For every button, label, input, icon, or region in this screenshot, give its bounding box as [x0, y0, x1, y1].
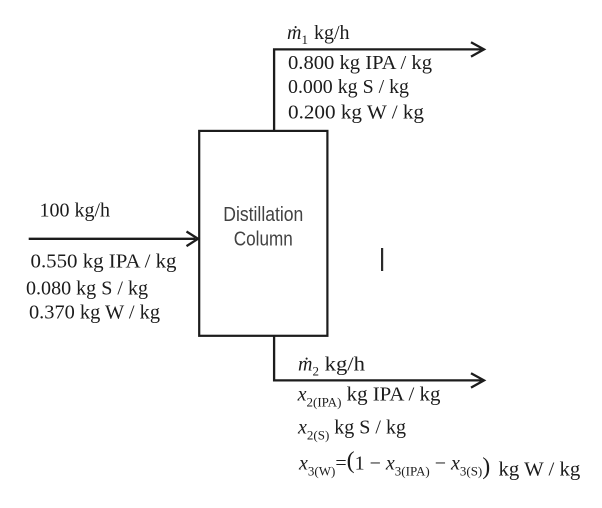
- svg-text:0.370 kg W / kg: 0.370 kg W / kg: [29, 302, 160, 324]
- svg-text:Column: Column: [234, 229, 293, 251]
- svg-text:ṁ2 kg/h: ṁ2 kg/h: [298, 354, 365, 379]
- svg-text:0.800 kg IPA / kg: 0.800 kg IPA / kg: [288, 52, 432, 74]
- svg-text:0.200 kg W / kg: 0.200 kg W / kg: [288, 102, 424, 124]
- svg-text:0.550 kg IPA / kg: 0.550 kg IPA / kg: [31, 251, 177, 273]
- svg-text:x2(S) kg S / kg: x2(S) kg S / kg: [297, 417, 406, 443]
- svg-text:100 kg/h: 100 kg/h: [40, 200, 111, 222]
- svg-text:0.080 kg S / kg: 0.080 kg S / kg: [26, 278, 148, 300]
- svg-text:0.000 kg S / kg: 0.000 kg S / kg: [288, 76, 409, 98]
- svg-text:x2(IPA) kg IPA / kg: x2(IPA) kg IPA / kg: [297, 384, 441, 410]
- svg-text:x3(W)=(1 − x3(IPA) − x3(S)) kg: x3(W)=(1 − x3(IPA) − x3(S)) kg W / kg: [298, 448, 580, 481]
- svg-text:ṁ1 kg/h: ṁ1 kg/h: [287, 22, 350, 47]
- svg-text:Distillation: Distillation: [223, 204, 303, 226]
